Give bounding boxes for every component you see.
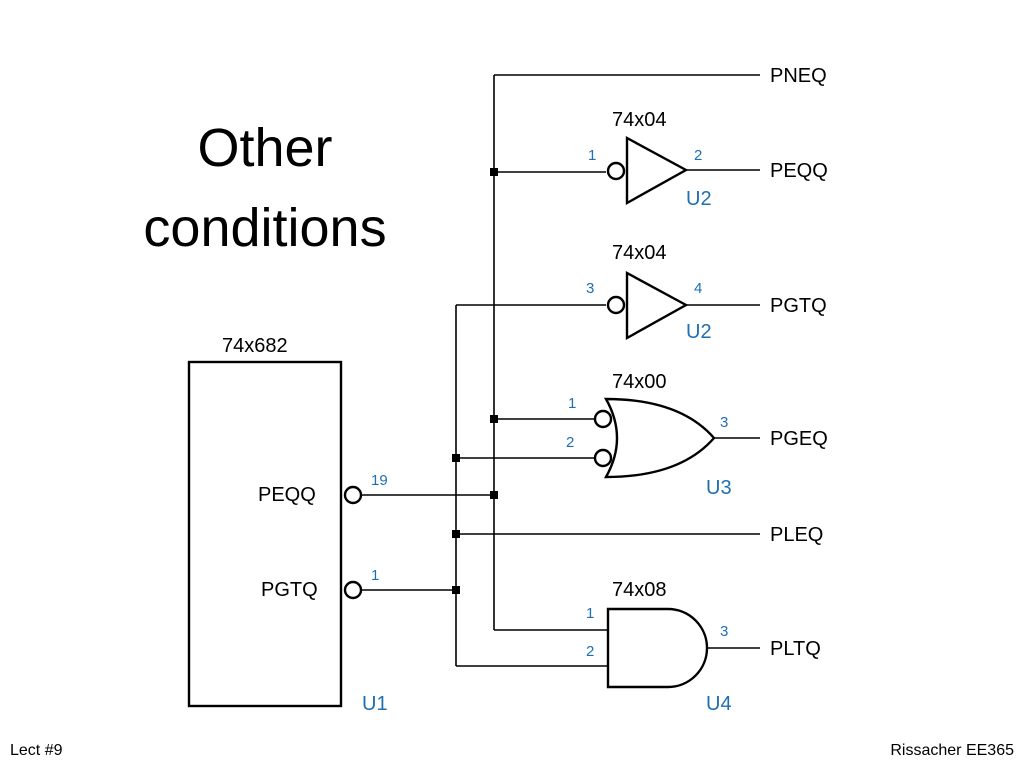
u1-pgtq-bubble <box>343 580 363 600</box>
inv1-body <box>625 135 689 206</box>
inv2-in-pin: 3 <box>586 280 594 297</box>
title-line-1: Other <box>197 118 333 178</box>
and1-in-pin-b: 2 <box>586 643 594 660</box>
inv1-part: 74x04 <box>612 109 667 131</box>
footer-lecture: Lect #9 <box>10 742 63 759</box>
inverter-u2-b: 74x04 3 4 U2 <box>586 242 712 343</box>
or1-out-pin: 3 <box>720 414 728 431</box>
out-pgeq: PGEQ <box>770 428 828 450</box>
junctions <box>452 168 498 594</box>
inverter-u2-a: 74x04 1 2 U2 <box>588 109 712 210</box>
inv1-ref: U2 <box>686 188 712 210</box>
or1-in-pin-b: 2 <box>566 434 574 451</box>
u1-body <box>187 360 343 708</box>
or1-in-pin-a: 1 <box>568 395 576 412</box>
inv1-out-pin: 2 <box>694 147 702 164</box>
inv1-bubble <box>606 161 626 181</box>
wires <box>361 74 760 667</box>
footer-author: Rissacher EE365 <box>890 742 1014 759</box>
out-pleq: PLEQ <box>770 524 823 546</box>
inv2-body <box>625 270 689 341</box>
u1-peqq-pin: 19 <box>371 472 388 489</box>
out-pgtq: PGTQ <box>770 295 827 317</box>
u1-pgtq-pin: 1 <box>371 567 379 584</box>
inv2-part: 74x04 <box>612 242 667 264</box>
u1-part-label: 74x682 <box>222 335 288 357</box>
or1-part: 74x00 <box>612 371 667 393</box>
or-gate-u3: 74x00 1 2 3 U3 <box>566 371 732 499</box>
and1-out-pin: 3 <box>720 623 728 640</box>
and-gate-u4: 74x08 1 2 3 U4 <box>586 579 732 715</box>
title-line-2: conditions <box>143 198 387 258</box>
or1-ref: U3 <box>706 477 732 499</box>
and1-ref: U4 <box>706 693 732 715</box>
u1-peqq-bubble <box>343 485 363 505</box>
inv2-bubble <box>606 295 626 315</box>
or1-bubble-b <box>593 448 613 468</box>
inv2-ref: U2 <box>686 321 712 343</box>
u1-comparator: 74x682 U1 PEQQ PGTQ 19 1 <box>187 335 388 715</box>
or1-body <box>603 397 716 479</box>
u1-ref-label: U1 <box>362 693 388 715</box>
and1-in-pin-a: 1 <box>586 605 594 622</box>
output-labels: PNEQ PEQQ PGTQ PGEQ PLEQ PLTQ <box>770 65 828 660</box>
and1-part: 74x08 <box>612 579 667 601</box>
out-pneq: PNEQ <box>770 65 827 87</box>
out-pltq: PLTQ <box>770 638 821 660</box>
out-peqq: PEQQ <box>770 160 828 182</box>
or1-bubble-a <box>593 409 613 429</box>
u1-peqq-label: PEQQ <box>258 484 316 506</box>
slide-title: Other conditions <box>110 108 420 268</box>
inv1-in-pin: 1 <box>588 147 596 164</box>
inv2-out-pin: 4 <box>694 280 702 297</box>
and1-body <box>606 607 709 689</box>
u1-pgtq-label: PGTQ <box>261 579 318 601</box>
